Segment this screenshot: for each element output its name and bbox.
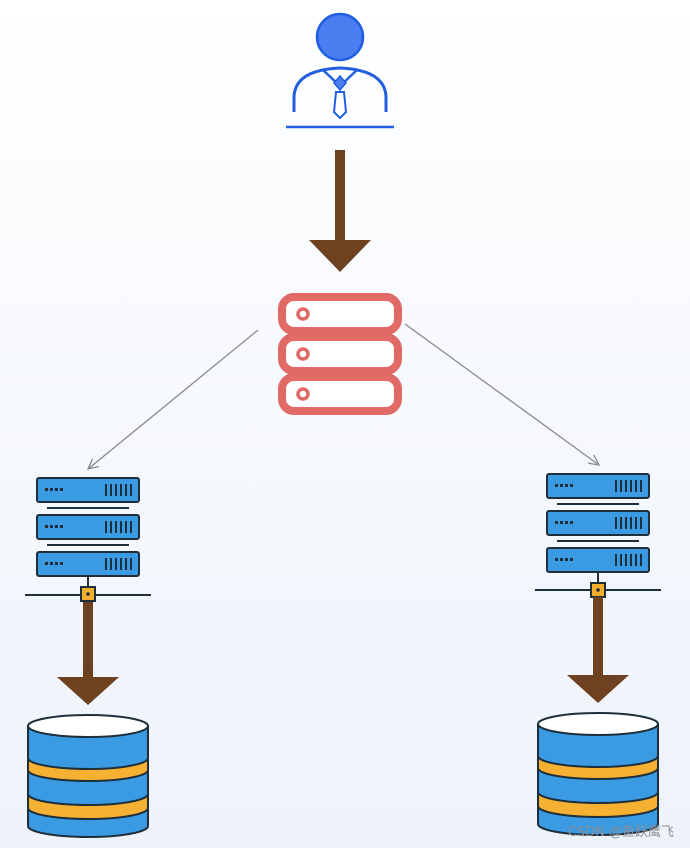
server-stack-icon: [278, 293, 402, 415]
arrow-server-right-to-database-right: [567, 597, 629, 703]
user-icon: [286, 12, 394, 129]
networked-server-icon: [25, 477, 151, 602]
database-icon: [537, 712, 659, 836]
arrow-server-left-to-database-left: [57, 602, 119, 705]
watermark: CSDN @鱼跃鹰飞: [567, 825, 674, 840]
networked-server-icon: [535, 473, 661, 598]
arrow-load-balancer-to-server-left: [86, 329, 259, 470]
database-icon: [27, 714, 149, 838]
arrow-load-balancer-to-server-right: [404, 323, 601, 466]
arrow-user-to-load-balancer: [309, 150, 371, 272]
